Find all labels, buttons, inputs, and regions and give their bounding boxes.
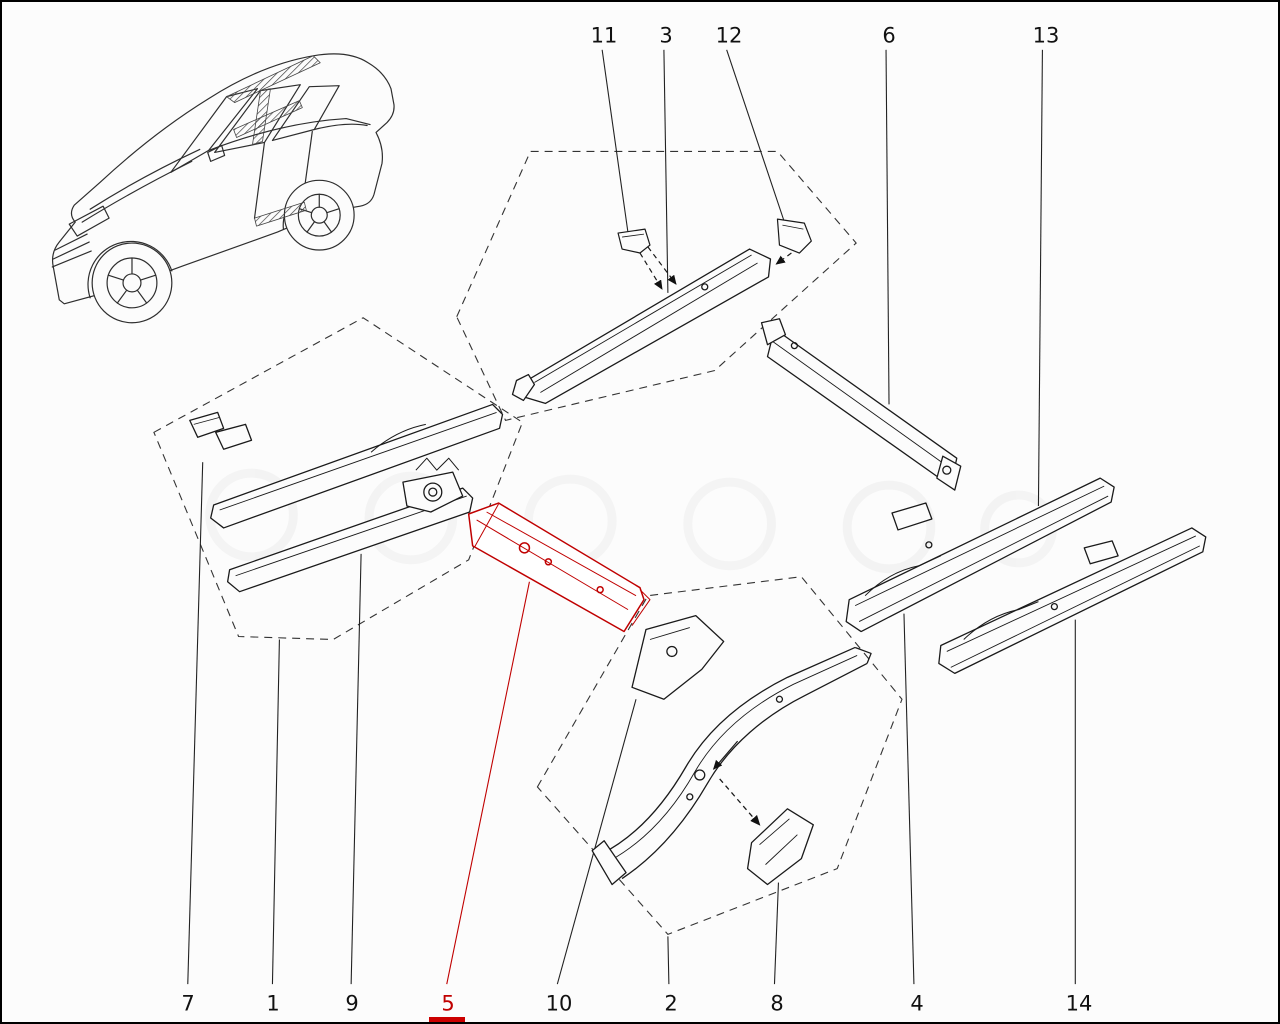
highlight-underline-mark <box>429 1017 465 1022</box>
vehicle-thumbnail <box>51 53 395 324</box>
callout-6: 6 <box>882 23 896 48</box>
assembly-boundary-front <box>153 317 524 641</box>
callout-4: 4 <box>910 991 924 1016</box>
callout-11: 11 <box>590 23 618 48</box>
front-rail-upper <box>210 403 504 529</box>
leader-highlighted <box>446 581 530 985</box>
car-front-arch <box>87 240 173 299</box>
car-grille <box>51 233 92 268</box>
callout-9: 9 <box>345 991 359 1016</box>
front-rail-lower <box>226 487 474 593</box>
callout-3: 3 <box>659 23 673 48</box>
callout-10: 10 <box>545 991 573 1016</box>
rear-rail-top <box>599 646 856 856</box>
callout-13: 13 <box>1032 23 1060 48</box>
part-10-wheelarch-bracket <box>631 614 725 700</box>
mount-bracket <box>402 471 464 513</box>
car-rear-wheel <box>283 179 355 251</box>
car-mirror <box>207 144 226 162</box>
car-front-window <box>214 84 301 154</box>
part-3-sill <box>511 248 772 405</box>
assembly-boundary-rear <box>536 576 903 935</box>
part-5-highlight <box>467 502 651 633</box>
rail-lower-right <box>938 527 1207 675</box>
callout-1: 1 <box>266 991 280 1016</box>
car-frame-highlight <box>226 55 321 227</box>
callout-8: 8 <box>770 991 784 1016</box>
car-headlight <box>68 205 110 237</box>
callout-2: 2 <box>664 991 678 1016</box>
callout-12: 12 <box>715 23 743 48</box>
leader-lines <box>187 49 1076 985</box>
rail-upper-right <box>845 477 1115 633</box>
rear-sidemember-group <box>591 614 872 886</box>
callout-5-highlighted: 5 <box>441 991 455 1016</box>
front-sidemember-group <box>189 403 504 593</box>
part-7-bracket-2 <box>215 423 253 450</box>
car-front-wheel <box>91 242 173 324</box>
callout-14: 14 <box>1065 991 1093 1016</box>
car-body-outline <box>51 53 395 305</box>
part-11-bracket <box>617 228 677 290</box>
part-8-bracket <box>746 808 814 886</box>
assembly-boundary-sill <box>456 150 857 421</box>
part-6-crossmember <box>760 318 962 491</box>
callout-7: 7 <box>181 991 195 1016</box>
rear-rail-bottom <box>621 662 868 880</box>
car-hood-crease <box>89 148 201 210</box>
watermark <box>205 468 1057 574</box>
part-12-bracket <box>775 218 812 265</box>
car-beltline <box>208 117 371 152</box>
assembly-boundaries <box>153 150 903 935</box>
